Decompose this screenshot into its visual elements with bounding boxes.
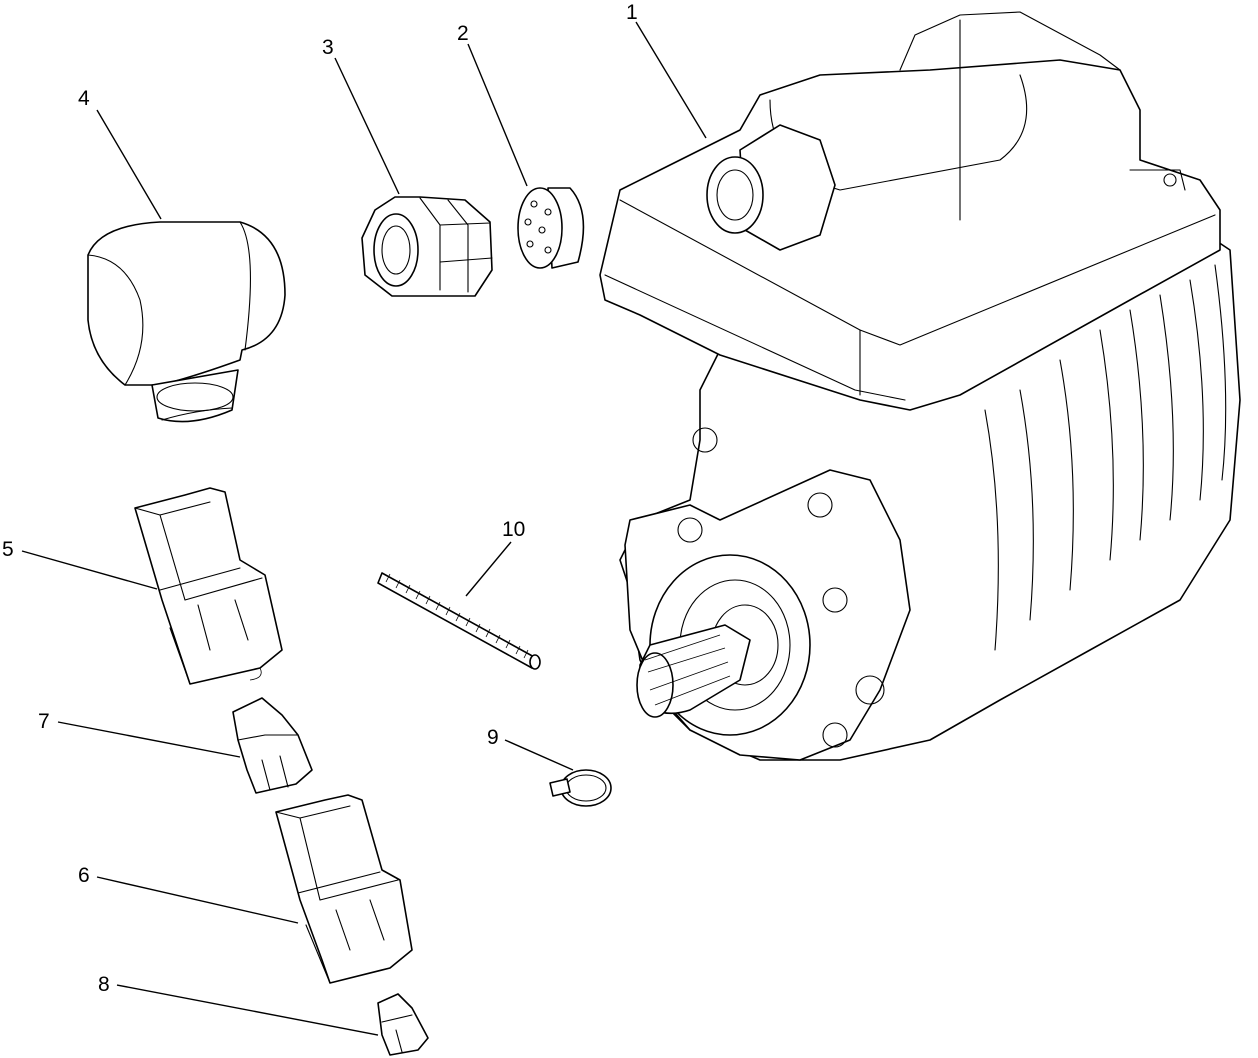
callout-9: 9 (487, 726, 499, 749)
leader-line-8 (116, 984, 379, 1036)
grommet[interactable] (517, 187, 585, 269)
leader-line-5 (21, 550, 158, 590)
leader-line-6 (96, 876, 299, 924)
callout-10: 10 (502, 518, 525, 541)
callout-3: 3 (322, 36, 334, 59)
callout-7: 7 (38, 710, 50, 733)
leader-line-1 (635, 21, 707, 139)
pump-assembly[interactable] (599, 11, 1241, 761)
callout-1: 1 (626, 1, 638, 24)
wedge-lock[interactable] (377, 993, 429, 1056)
hose-clamp[interactable] (549, 769, 612, 807)
wedge-lock[interactable] (232, 697, 313, 794)
threaded-rod[interactable] (377, 572, 541, 670)
leader-line-2 (467, 43, 528, 187)
leader-line-10 (465, 541, 512, 597)
leader-line-4 (96, 109, 162, 220)
leader-line-3 (334, 57, 400, 195)
callout-2: 2 (457, 22, 469, 45)
callout-labels: 1 2 3 4 5 6 7 8 9 10 (2, 1, 638, 996)
callout-4: 4 (78, 87, 90, 110)
callout-8: 8 (98, 973, 110, 996)
cord-grip-nut[interactable] (361, 196, 493, 297)
elbow-fitting[interactable] (87, 221, 286, 423)
leader-line-7 (57, 721, 241, 758)
connector-housing-large[interactable] (275, 794, 413, 984)
callout-5: 5 (2, 538, 14, 561)
connector-housing-large[interactable] (134, 487, 283, 685)
callout-6: 6 (78, 864, 90, 887)
leader-line-9 (504, 739, 574, 771)
leader-lines (21, 21, 707, 1036)
